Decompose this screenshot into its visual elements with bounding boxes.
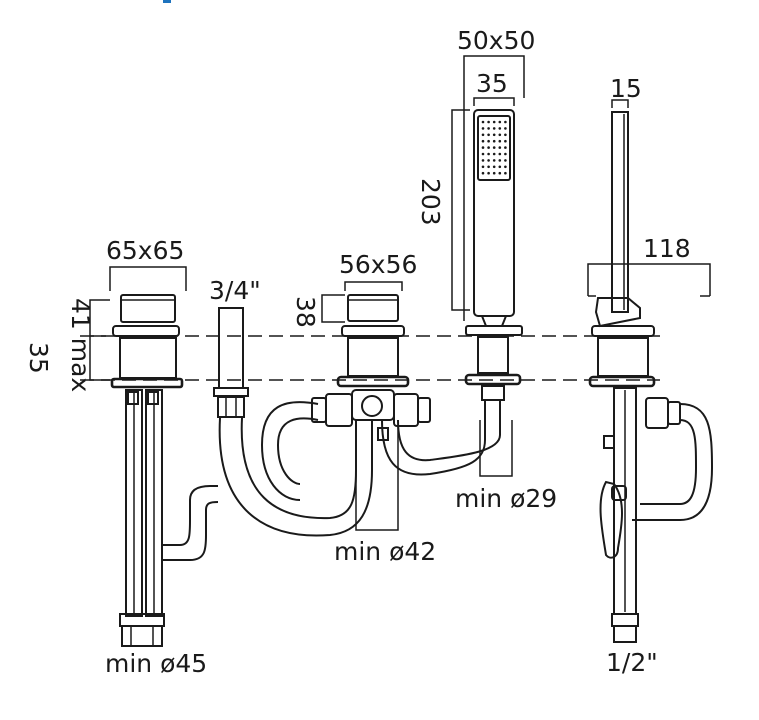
spray-dot [481, 146, 485, 149]
diverter-dimension-lines [321, 281, 403, 531]
lever-height-label-b: 35 [24, 342, 53, 374]
spray-dot [492, 152, 496, 156]
spray-dot [498, 127, 502, 130]
spray-dot [487, 139, 490, 143]
spray-dot [504, 120, 507, 124]
handset-inner-label: 35 [476, 69, 508, 98]
spray-dot [504, 159, 507, 162]
spray-dot [492, 133, 496, 137]
lever-top-label: 65x65 [106, 236, 184, 265]
hoses [162, 400, 501, 561]
min-hole-42-label: min ø42 [334, 537, 436, 566]
lever-height-label-a: 41 max [66, 298, 95, 392]
spray-dot [492, 159, 496, 162]
spray-dot [481, 120, 485, 124]
handset-outer-label: 50x50 [457, 26, 535, 55]
spray-dot [498, 152, 502, 156]
spray-dot [487, 159, 490, 162]
spray-dot [492, 139, 496, 143]
spout-size-label: 3/4" [209, 276, 261, 305]
spray-dot [492, 127, 496, 130]
spray-dot [481, 171, 485, 175]
spray-dot [487, 120, 490, 124]
spray-dot [504, 171, 507, 175]
spray-dot [498, 146, 502, 149]
diverter-height-label: 38 [291, 296, 320, 328]
side-reach-label: 118 [643, 234, 691, 263]
side-dimension-lines [587, 99, 711, 297]
spray-dot [481, 159, 485, 162]
spray-dot [498, 159, 502, 162]
diverter-top-label: 56x56 [339, 250, 417, 279]
spray-dot [504, 146, 507, 149]
spray-dot [504, 152, 507, 156]
spray-dot [481, 139, 485, 143]
handset [464, 109, 523, 401]
diverter-body [311, 294, 431, 441]
spray-dot [492, 165, 496, 169]
spout-body [213, 307, 249, 418]
spray-dot [481, 165, 485, 169]
handset-dots [481, 120, 507, 175]
spray-dot [487, 171, 490, 175]
left-mixer-body [110, 294, 184, 647]
spray-dot [487, 152, 490, 156]
spray-dot [492, 120, 496, 124]
spray-dot [487, 146, 490, 149]
spray-dot [504, 133, 507, 137]
handset-length-label: 203 [416, 178, 445, 226]
spray-dot [498, 139, 502, 143]
spray-dot [504, 139, 507, 143]
spray-dot [492, 171, 496, 175]
min-hole-45-label: min ø45 [105, 649, 207, 678]
spray-dot [481, 127, 485, 130]
min-hole-29-label: min ø29 [455, 484, 557, 513]
spray-dot [504, 165, 507, 169]
left-dimension-lines [89, 266, 187, 381]
handset-dimension-lines [451, 55, 525, 477]
spray-dot [487, 165, 490, 169]
side-view [588, 111, 714, 643]
accent-mark [163, 0, 171, 3]
spray-dot [481, 152, 485, 156]
side-thickness-label: 15 [610, 74, 642, 103]
spray-dot [487, 127, 490, 130]
spray-dot [487, 133, 490, 137]
spray-dot [498, 165, 502, 169]
spray-dot [481, 133, 485, 137]
spray-dot [498, 120, 502, 124]
spray-dot [492, 146, 496, 149]
inlet-size-label: 1/2" [606, 648, 658, 677]
spray-dot [504, 127, 507, 130]
spray-dot [498, 133, 502, 137]
spray-dot [498, 171, 502, 175]
